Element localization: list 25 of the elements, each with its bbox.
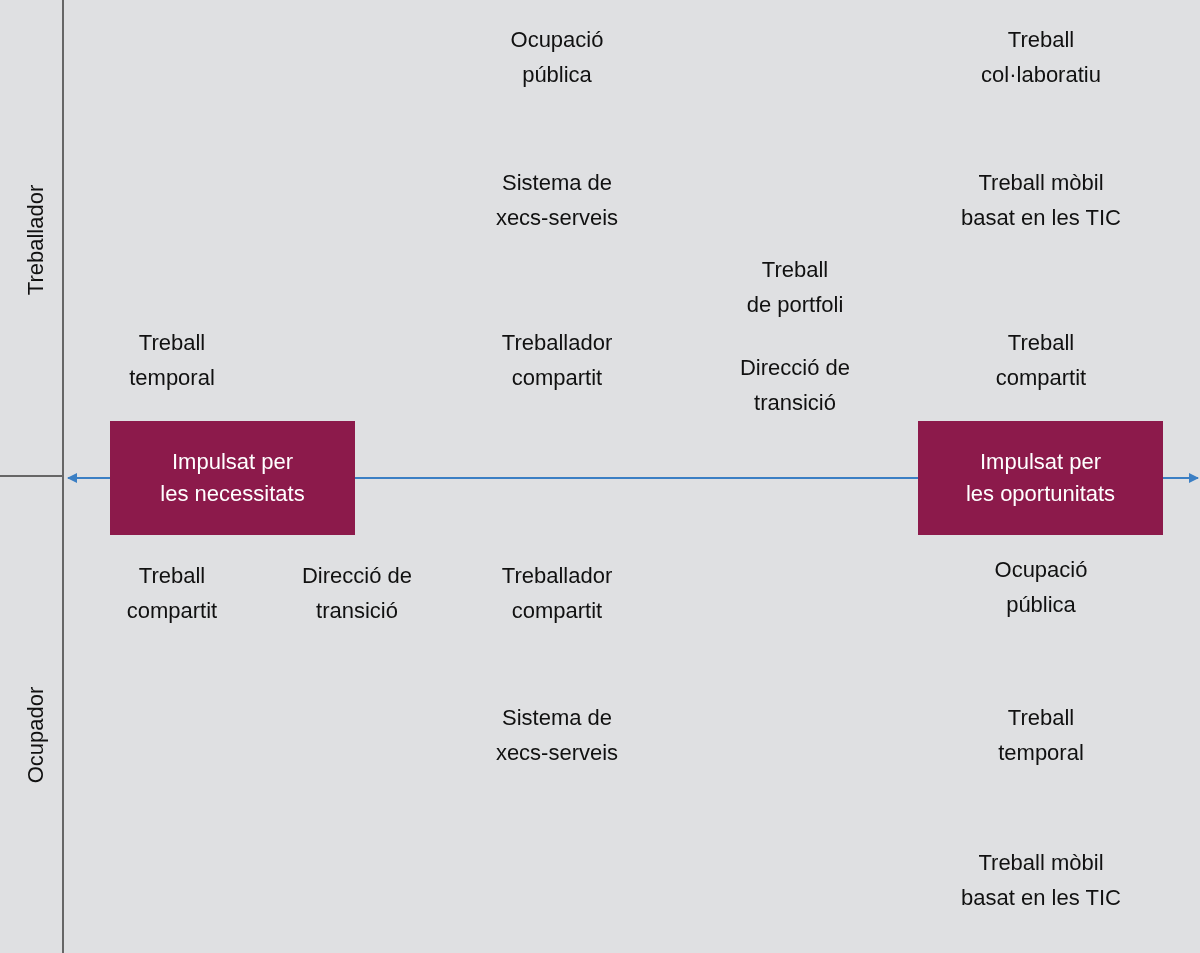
work-type-label: Treball temporal xyxy=(128,329,216,392)
work-type-label: Sistema de xecs-serveis xyxy=(494,169,620,232)
work-type-label: Treball compartit xyxy=(125,562,219,625)
box-label: Impulsat per les necessitats xyxy=(159,448,306,508)
work-type-label: Ocupació pública xyxy=(993,556,1089,619)
category-box xyxy=(918,421,1163,535)
axis-label: Treballador xyxy=(21,184,49,296)
category-box xyxy=(110,421,355,535)
arrow xyxy=(1162,473,1199,483)
work-type-label: Treball mòbil basat en les TIC xyxy=(960,169,1122,232)
work-type-label: Treball temporal xyxy=(997,704,1085,767)
work-type-label: Direcció de transició xyxy=(300,562,413,625)
work-type-label: Treball col·laboratiu xyxy=(980,26,1102,89)
work-type-label: Treball compartit xyxy=(994,329,1088,392)
connector-line xyxy=(354,477,919,479)
work-type-label: Ocupació pública xyxy=(509,26,605,89)
work-type-label: Treballador compartit xyxy=(500,562,614,625)
work-type-label: Direcció de transició xyxy=(738,354,851,417)
arrow xyxy=(67,473,111,483)
work-type-label: Treball mòbil basat en les TIC xyxy=(960,849,1122,912)
work-type-label: Treball de portfoli xyxy=(745,256,845,319)
work-type-label: Sistema de xecs-serveis xyxy=(494,704,620,767)
work-type-label: Treballador compartit xyxy=(500,329,614,392)
axis-label: Ocupador xyxy=(21,686,49,784)
box-label: Impulsat per les oportunitats xyxy=(964,448,1117,508)
